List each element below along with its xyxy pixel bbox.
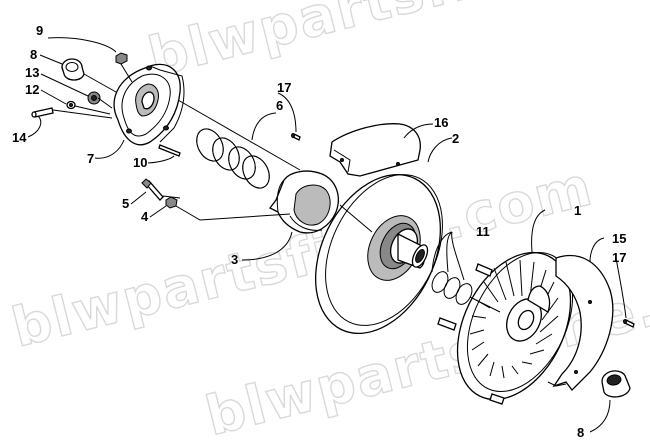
part-2-sheave	[314, 173, 443, 335]
callout-10: 10	[133, 155, 147, 170]
part-6-spring	[196, 128, 270, 189]
part-7-cover-plate	[113, 63, 185, 146]
callout-12: 12	[25, 82, 39, 97]
callout-2: 2	[452, 131, 459, 146]
part-8-bushing-right	[601, 370, 631, 398]
assembly-axis-lines	[52, 63, 501, 313]
part-12-washer	[66, 100, 76, 110]
part-8-bushing-left	[61, 58, 85, 81]
part-16-guard	[329, 123, 421, 177]
part-14-pin	[31, 107, 54, 118]
part-3-cam	[269, 170, 339, 234]
watermark-text-top: blwpartsfiche.com	[142, 0, 650, 89]
callout-9: 9	[36, 23, 43, 38]
callout-14: 14	[12, 130, 27, 145]
part-17-screw-right	[623, 319, 635, 328]
part-4-nut	[165, 196, 178, 209]
callout-16: 16	[434, 115, 448, 130]
callout-3: 3	[231, 252, 238, 267]
part-1-fixed-sheave	[456, 251, 574, 401]
callout-1: 1	[574, 203, 581, 218]
callout-17-top: 17	[277, 80, 291, 95]
leader-lines	[27, 37, 627, 433]
part-13-bushing	[87, 91, 101, 105]
callout-13: 13	[25, 65, 39, 80]
callout-15: 15	[612, 231, 626, 246]
callout-labels: 9 8 13 12 14 7 10 5 4 3 17 6 16 2 11 1 1…	[12, 23, 626, 440]
callout-5: 5	[122, 196, 129, 211]
callout-11: 11	[476, 224, 490, 239]
part-5-bolt	[141, 178, 164, 201]
part-10-roll-pin	[158, 144, 181, 157]
callout-6: 6	[276, 98, 283, 113]
part-9-nut	[115, 52, 128, 65]
part-15-guard	[547, 254, 614, 391]
part-17-screw-top	[291, 133, 301, 141]
callout-7: 7	[87, 151, 94, 166]
callout-8-top: 8	[30, 47, 37, 62]
callout-4: 4	[141, 209, 149, 224]
callout-17-right: 17	[612, 250, 626, 265]
part-11-washers	[431, 271, 473, 305]
callout-8-bottom: 8	[577, 425, 584, 440]
part-1-studs	[437, 263, 505, 405]
